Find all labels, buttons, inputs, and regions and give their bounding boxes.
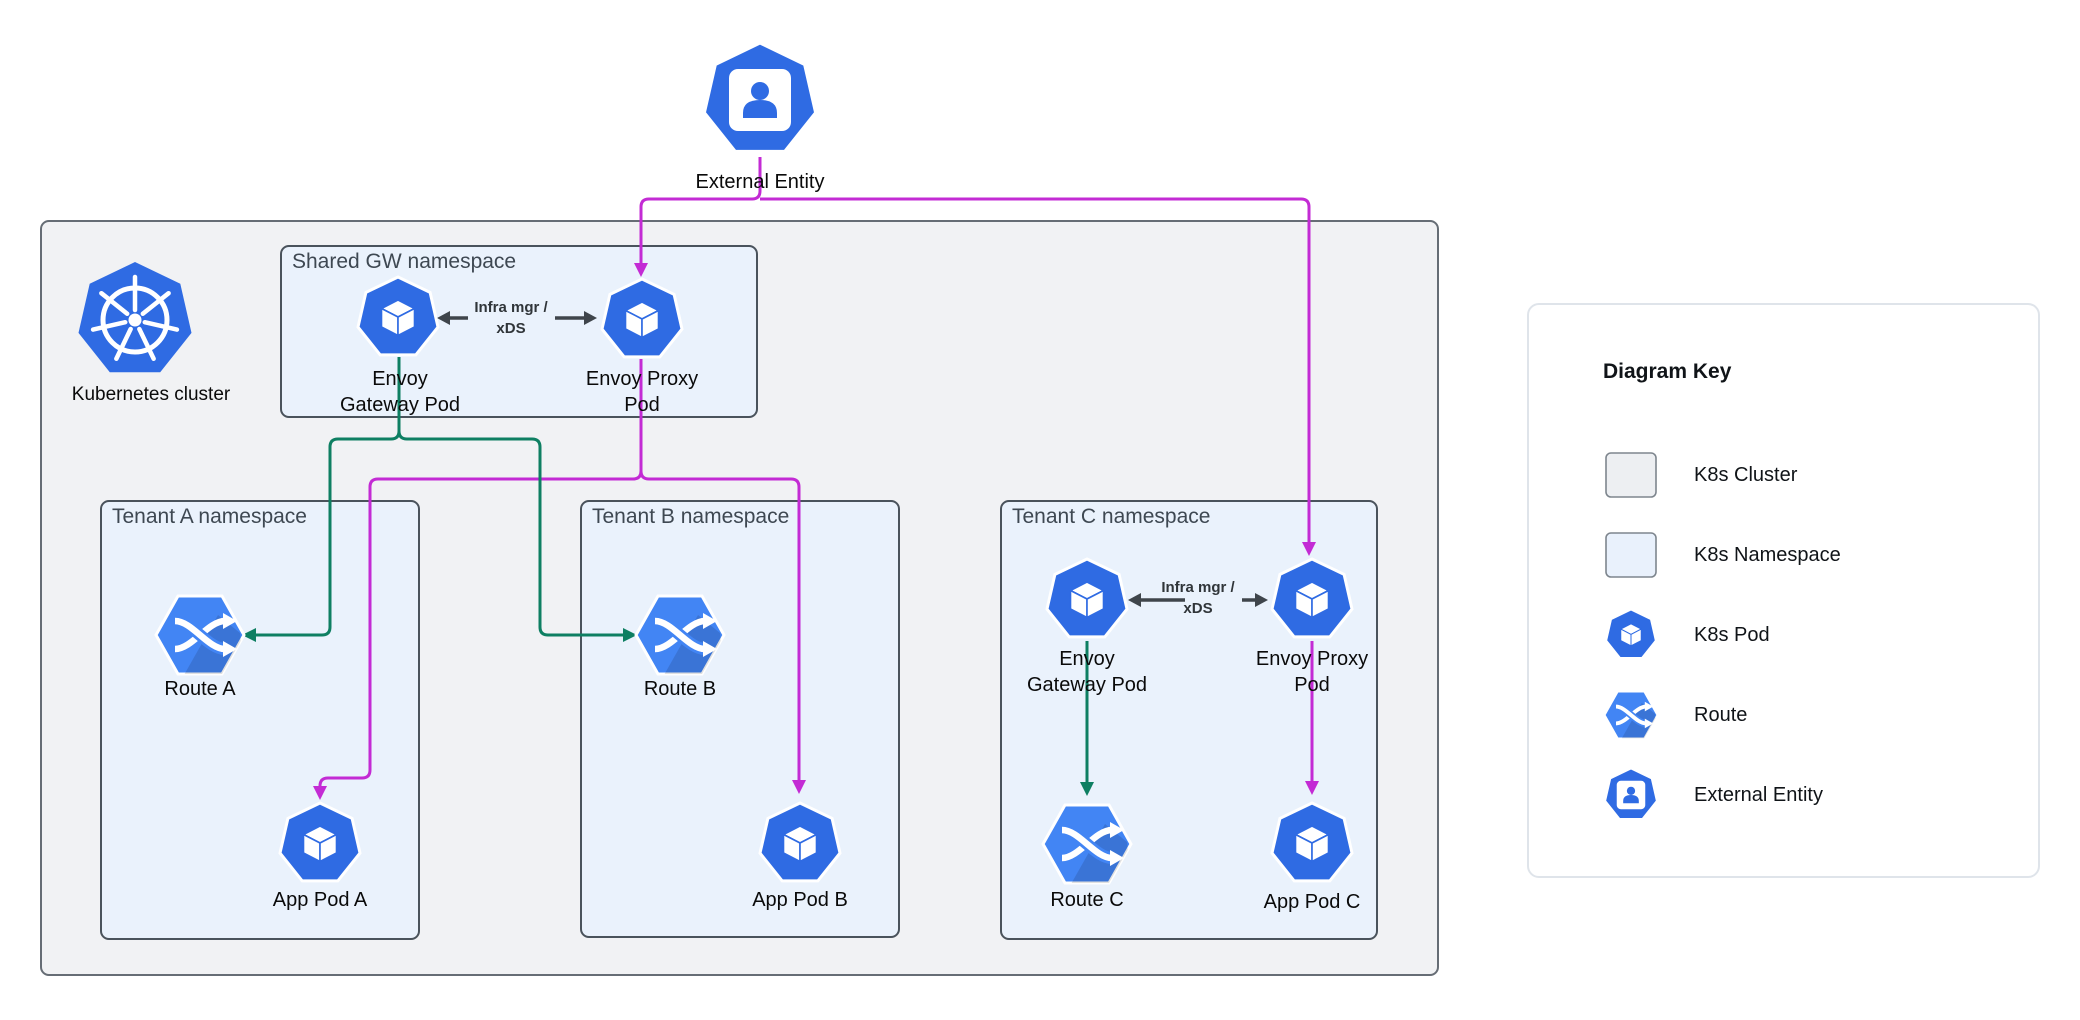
key-item-k8s-cluster-label: K8s Cluster [1694,464,1798,486]
route-c-label: Route C [1050,889,1124,911]
tenant-a-namespace-title: Tenant A namespace [112,505,307,528]
route-b-label: Route B [643,678,717,700]
shared-envoy-proxy-pod-label: Envoy Proxy Pod [585,368,699,416]
diagram-key-title: Diagram Key [1603,360,1732,383]
tenant-c-namespace-box [1000,500,1378,940]
kubernetes-cluster-label: Kubernetes cluster [71,384,231,405]
tenant-b-namespace-box [580,500,900,938]
app-pod-b-label: App Pod B [752,889,848,911]
tenant-b-namespace-title: Tenant B namespace [592,505,790,528]
tenant-c-envoy-proxy-pod-label: Envoy Proxy Pod [1255,648,1369,696]
tenant-c-infra-xds-label: Infra mgr / xDS [1161,579,1235,617]
route-a-label: Route A [164,678,236,700]
tenant-a-namespace-box [100,500,420,940]
key-item-k8s-namespace-label: K8s Namespace [1694,544,1841,566]
shared-envoy-gateway-pod-label: Envoy Gateway Pod [339,368,461,416]
external-entity-icon [702,41,818,153]
key-item-external-entity-label: External Entity [1694,784,1823,806]
external-entity-label: External Entity [695,171,825,193]
app-pod-a-label: App Pod A [272,889,368,911]
tenant-c-envoy-gateway-pod-label: Envoy Gateway Pod [1026,648,1148,696]
key-item-route-label: Route [1694,704,1748,726]
tenant-c-namespace-title: Tenant C namespace [1012,505,1211,528]
shared-gw-namespace-title: Shared GW namespace [292,250,517,273]
key-item-k8s-pod-label: K8s Pod [1694,624,1770,646]
shared-infra-xds-label: Infra mgr / xDS [474,299,548,337]
app-pod-c-label: App Pod C [1263,891,1361,913]
